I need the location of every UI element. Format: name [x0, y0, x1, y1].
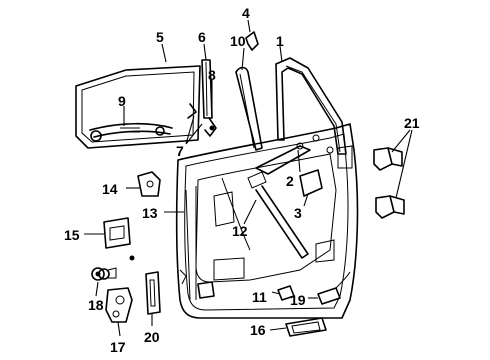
callout-18: 18	[88, 297, 104, 313]
callout-labels: 1 2 3 4 5 6 7 8 9 10 11 12 13 14 15 16 1…	[64, 5, 420, 355]
callout-2: 2	[286, 173, 294, 189]
callout-5: 5	[156, 29, 164, 45]
callout-14: 14	[102, 181, 118, 197]
lock-actuator	[145, 271, 161, 315]
inside-handle	[285, 317, 327, 337]
callout-20: 20	[144, 329, 160, 345]
rod-clip	[277, 285, 295, 301]
hinges	[373, 147, 405, 219]
glass-run-channel	[235, 66, 263, 151]
leader-lines	[84, 19, 413, 337]
outside-handle	[317, 271, 351, 305]
callout-12: 12	[232, 223, 248, 239]
callout-16: 16	[250, 322, 266, 338]
bracket	[137, 171, 161, 197]
callout-8: 8	[208, 67, 216, 83]
callout-3: 3	[294, 205, 302, 221]
callout-13: 13	[142, 205, 158, 221]
callout-7: 7	[176, 143, 184, 159]
weatherstrip	[275, 57, 347, 155]
callout-4: 4	[242, 5, 250, 21]
callout-11: 11	[252, 289, 267, 305]
handle-bezel	[103, 217, 135, 261]
door-glass	[75, 65, 201, 149]
lock-cylinder	[91, 267, 117, 281]
callout-1: 1	[276, 33, 284, 49]
callout-19: 19	[290, 292, 306, 308]
callout-21: 21	[404, 115, 420, 131]
callout-9: 9	[118, 93, 126, 109]
callout-17: 17	[110, 339, 126, 355]
callout-10: 10	[230, 33, 246, 49]
callout-15: 15	[64, 227, 80, 243]
latch-assembly	[105, 287, 133, 323]
door-shell	[175, 123, 359, 319]
callout-6: 6	[198, 29, 206, 45]
clip-part	[245, 31, 259, 51]
